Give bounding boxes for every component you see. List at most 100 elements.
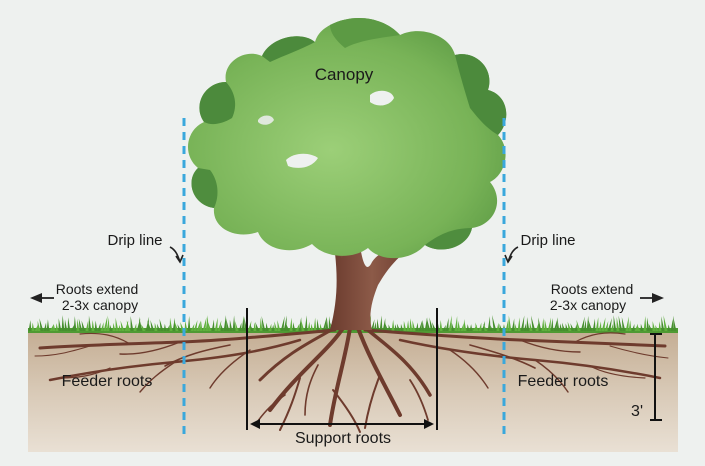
drip-line-pointers (169, 246, 519, 264)
grass-blade (55, 323, 59, 331)
grass-blade (469, 324, 473, 331)
grass-blade (508, 315, 512, 331)
grass-blade (544, 319, 548, 331)
grass-blade (625, 316, 629, 331)
grass-blade (112, 322, 116, 331)
drip-line-left-label: Drip line (107, 232, 162, 249)
grass-blade (223, 315, 227, 331)
grass-blade (261, 315, 266, 331)
grass-blade (517, 317, 521, 331)
grass-blade (424, 317, 428, 331)
grass-blade (640, 323, 644, 331)
grass-blade (94, 320, 98, 331)
grass-blade (520, 315, 525, 331)
grass-blade (673, 315, 677, 331)
grass-blade (556, 320, 560, 331)
grass-blade (576, 319, 581, 331)
grass-blade (73, 316, 77, 331)
grass-blade (214, 317, 218, 331)
grass-blade (598, 321, 602, 331)
grass-blade (406, 320, 410, 331)
grass-blade (565, 323, 569, 331)
support-roots-bracket (246, 308, 438, 430)
grass-blade (567, 321, 572, 331)
grass-blade (373, 321, 377, 331)
grass-blade (531, 315, 536, 331)
canopy (187, 17, 507, 259)
grass-blade (100, 322, 104, 331)
grass-blade (382, 318, 386, 331)
grass-blade (457, 320, 461, 331)
depth-label: 3' (631, 403, 643, 420)
grass-blade (126, 320, 131, 331)
grass-blade (454, 315, 458, 331)
grass-blade (229, 319, 233, 331)
grass-blade (207, 320, 212, 331)
grass-blade (370, 319, 375, 331)
grass-blade (133, 323, 137, 331)
grass-blade (249, 324, 254, 331)
grass-blade (61, 315, 65, 331)
grass-blade (187, 315, 191, 331)
grass-blade (379, 315, 383, 331)
grass-blade (147, 320, 152, 331)
grass-blade (190, 323, 195, 331)
depth-marker (650, 333, 662, 421)
grass-blade (202, 317, 207, 331)
grass-blade (655, 324, 659, 331)
grass-blade (328, 316, 332, 331)
grass-blade (529, 322, 533, 331)
grass-blade (631, 324, 635, 331)
grass-blade (667, 324, 671, 331)
grass-blade (64, 319, 68, 331)
grass-blade (559, 323, 563, 331)
grass-blade (268, 323, 272, 331)
grass-blade (426, 317, 431, 331)
grass-blade (205, 315, 209, 331)
grass-blade (376, 318, 380, 331)
grass-blade (37, 320, 41, 331)
roots-extend-right-line2: 2-3x canopy (550, 297, 626, 313)
grass-blade (663, 315, 668, 331)
grass-blade (46, 319, 50, 331)
grass-blade (319, 323, 323, 331)
grass-blade (621, 317, 626, 331)
grass-blade (661, 316, 665, 331)
support-roots-label: Support roots (295, 430, 391, 447)
grass-blade (118, 324, 122, 331)
grass-blade (283, 315, 287, 331)
grass-blade (253, 322, 257, 331)
grass-blade (91, 320, 95, 331)
grass-blade (241, 315, 245, 331)
grass-blade (159, 318, 164, 331)
grass-blade (28, 320, 32, 331)
grass-blade (613, 315, 617, 331)
grass-blade (310, 323, 314, 331)
grass-blade (553, 317, 558, 331)
grass-blade (295, 323, 300, 331)
grass-blade (120, 320, 125, 331)
grass-blade (235, 321, 239, 331)
grass-blade (274, 321, 278, 331)
grass-blade (70, 324, 75, 331)
grass-blade (391, 319, 395, 331)
grass-blade (255, 321, 260, 331)
grass-blade (415, 322, 419, 331)
grass-blade (643, 315, 647, 331)
grass-blade (561, 322, 566, 331)
grass-blade (289, 317, 293, 331)
grass-blade (109, 324, 113, 331)
grass-blade (588, 320, 593, 331)
grass-blade (550, 318, 554, 331)
grass-blade (325, 316, 329, 331)
grass-blade (67, 317, 71, 331)
grass-blade (601, 317, 606, 331)
grass-blade (396, 323, 401, 331)
grass-blade (592, 318, 596, 331)
grass-blade (421, 320, 425, 331)
grass-blade (523, 323, 527, 331)
grass-blade (141, 324, 146, 331)
grass-blade (646, 317, 650, 331)
grass-blade (429, 317, 434, 331)
